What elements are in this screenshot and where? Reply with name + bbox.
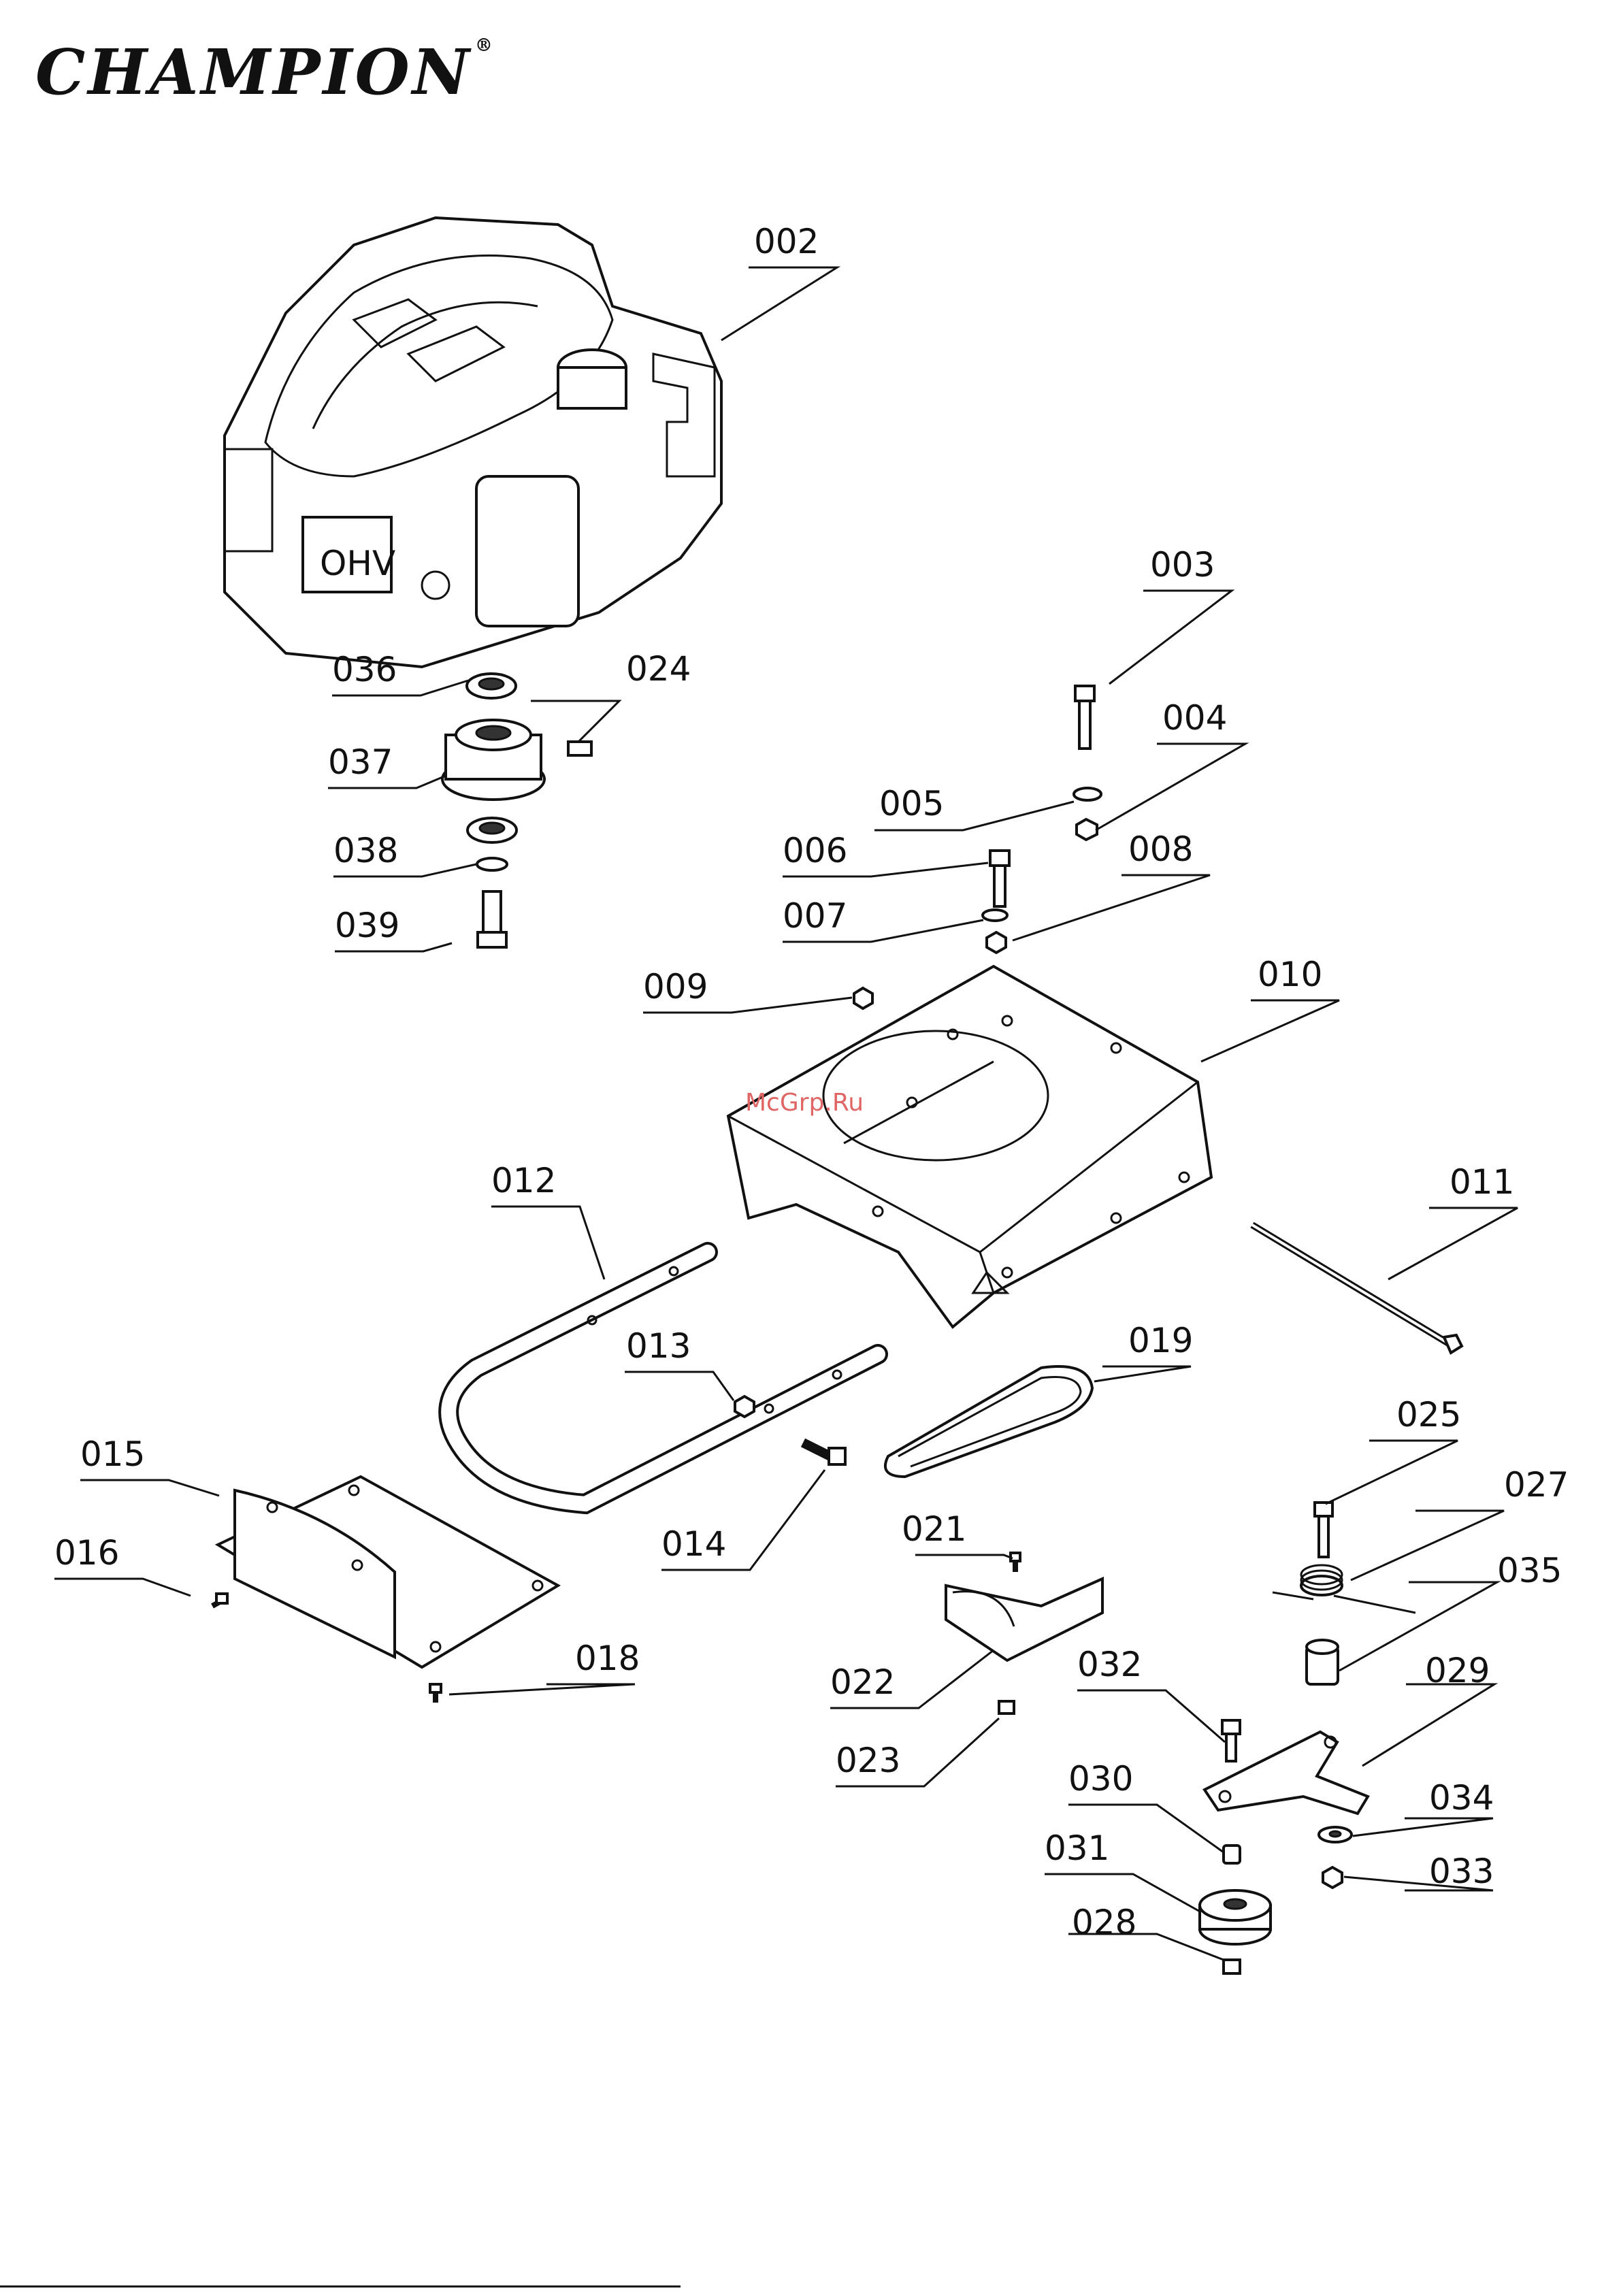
label-009: 009 <box>643 967 708 1006</box>
label-015: 015 <box>80 1434 145 1474</box>
label-036: 036 <box>332 650 397 689</box>
label-031: 031 <box>1045 1828 1109 1868</box>
drive-belt-019 <box>885 1366 1092 1477</box>
label-030: 030 <box>1068 1759 1133 1799</box>
label-022: 022 <box>830 1662 895 1702</box>
label-032: 032 <box>1077 1645 1142 1684</box>
cover-plate-015 <box>218 1477 558 1667</box>
label-038: 038 <box>333 831 398 870</box>
fasteners-033-034 <box>1319 1827 1352 1888</box>
tensioner-025-035 <box>1273 1503 1415 1684</box>
registered-mark: ® <box>475 35 495 56</box>
brand-name: CHAMPION <box>35 35 472 109</box>
watermark: McGrp.Ru <box>745 1089 864 1117</box>
label-021: 021 <box>902 1509 966 1549</box>
label-016: 016 <box>54 1533 119 1573</box>
deck-housing-010 <box>728 966 1211 1327</box>
engine-badge: OHV <box>320 544 395 583</box>
label-004: 004 <box>1162 698 1227 738</box>
label-013: 013 <box>626 1326 691 1366</box>
fasteners-003-005 <box>1074 686 1101 840</box>
label-025: 025 <box>1396 1395 1461 1434</box>
label-018: 018 <box>575 1639 640 1678</box>
label-024: 024 <box>626 649 691 689</box>
handle-frame-012 <box>448 1252 878 1504</box>
rod-011 <box>1252 1225 1462 1353</box>
label-023: 023 <box>836 1741 900 1780</box>
label-010: 010 <box>1258 955 1322 994</box>
key-024 <box>568 742 591 755</box>
label-011: 011 <box>1450 1162 1514 1202</box>
label-028: 028 <box>1072 1903 1136 1942</box>
nut-013 <box>735 1396 754 1417</box>
label-019: 019 <box>1128 1321 1193 1360</box>
label-035: 035 <box>1497 1551 1562 1590</box>
label-034: 034 <box>1429 1778 1494 1818</box>
label-027: 027 <box>1504 1465 1569 1505</box>
crank-pulley-stack <box>442 674 544 947</box>
label-008: 008 <box>1128 830 1193 869</box>
engine-002: OHV <box>225 218 721 667</box>
label-003: 003 <box>1150 545 1215 585</box>
label-005: 005 <box>879 784 944 823</box>
bolt-014 <box>803 1443 845 1464</box>
label-012: 012 <box>491 1161 556 1200</box>
champion-logo: CHAMPION® <box>35 35 495 109</box>
label-037: 037 <box>328 742 393 782</box>
label-007: 007 <box>783 896 847 936</box>
label-029: 029 <box>1425 1651 1490 1690</box>
label-002: 002 <box>754 222 819 261</box>
label-006: 006 <box>783 831 847 870</box>
label-014: 014 <box>661 1524 726 1564</box>
label-039: 039 <box>335 906 399 945</box>
label-033: 033 <box>1429 1852 1494 1891</box>
